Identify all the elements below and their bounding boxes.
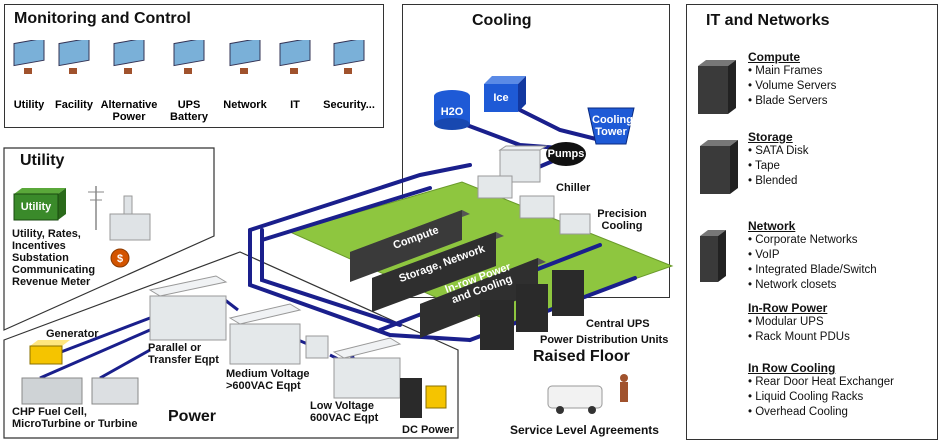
cooling-title: Cooling	[472, 12, 532, 29]
monitor-icon	[58, 37, 90, 74]
ice-label: Ice	[493, 92, 509, 104]
dc-power-label: DC Power	[402, 424, 454, 436]
monitor-security[interactable]: Security...	[320, 37, 378, 111]
monitor-label: Security...	[323, 99, 375, 111]
list-item: Main Frames	[748, 64, 836, 79]
monitor-label: Alternative Power	[100, 99, 158, 123]
parallel-transfer-label: Parallel or Transfer Eqpt	[148, 342, 219, 366]
monitor-label: IT	[290, 99, 300, 111]
monitor-label: Utility	[13, 99, 45, 111]
section-heading: Network	[748, 219, 796, 233]
monitor-it[interactable]: IT	[266, 37, 324, 111]
raised-floor-label: Raised Floor	[533, 348, 630, 365]
pdu-label: Power Distribution Units	[540, 334, 669, 346]
list-item: SATA Disk	[748, 144, 808, 159]
it-section-inrow-cooling: In Row Cooling Rear Door Heat Exchanger …	[748, 361, 894, 420]
list-item: Volume Servers	[748, 79, 836, 94]
utility-title: Utility	[20, 152, 65, 169]
cooling-tower-label: Cooling Tower	[592, 114, 633, 138]
section-heading: In-Row Power	[748, 301, 828, 315]
power-title: Power	[168, 408, 217, 425]
monitor-utility[interactable]: Utility	[0, 37, 58, 111]
pumps-label: Pumps	[547, 148, 585, 160]
monitoring-title: Monitoring and Control	[14, 10, 191, 27]
monitor-icon	[333, 37, 365, 74]
monitor-icon	[113, 37, 145, 74]
monitoring-panel	[4, 4, 384, 128]
list-item: Rack Mount PDUs	[748, 330, 850, 345]
monitor-icon	[173, 37, 205, 74]
monitor-label: Network	[223, 99, 267, 111]
chiller-label: Chiller	[556, 182, 591, 194]
monitor-label: UPS Battery	[170, 99, 208, 123]
sla-label: Service Level Agreements	[510, 423, 659, 437]
list-item: Modular UPS	[748, 315, 850, 330]
list-item: Overhead Cooling	[748, 405, 894, 420]
monitor-network[interactable]: Network	[216, 37, 274, 111]
monitor-facility[interactable]: Facility	[45, 37, 103, 111]
precision-cooling-label: Precision Cooling	[597, 208, 647, 232]
monitor-alternative-power[interactable]: Alternative Power	[100, 37, 158, 123]
it-section-network: Network Corporate Networks VoIP Integrat…	[748, 219, 877, 293]
section-heading: In Row Cooling	[748, 361, 836, 375]
list-item: Integrated Blade/Switch	[748, 263, 876, 278]
central-ups-label: Central UPS	[586, 318, 650, 330]
medium-voltage-label: Medium Voltage >600VAC Eqpt	[226, 368, 310, 392]
list-item: Blended	[748, 174, 808, 189]
list-item: VoIP	[748, 248, 877, 263]
generator-label: Generator	[46, 328, 99, 340]
monitor-icon	[13, 37, 45, 74]
it-section-inrow-power: In-Row Power Modular UPS Rack Mount PDUs	[748, 301, 850, 345]
it-section-compute: Compute Main Frames Volume Servers Blade…	[748, 50, 836, 109]
list-item: Corporate Networks	[748, 233, 877, 248]
monitor-icon	[229, 37, 261, 74]
section-heading: Storage	[748, 130, 793, 144]
h2o-label: H2O	[440, 106, 464, 118]
monitor-ups-battery[interactable]: UPS Battery	[160, 37, 218, 123]
list-item: Rear Door Heat Exchanger	[748, 375, 894, 390]
chp-label: CHP Fuel Cell, MicroTurbine or Turbine	[12, 406, 138, 430]
list-item: Blade Servers	[748, 94, 836, 109]
section-heading: Compute	[748, 50, 800, 64]
list-item: Liquid Cooling Racks	[748, 390, 894, 405]
it-title: IT and Networks	[706, 12, 830, 29]
it-section-storage: Storage SATA Disk Tape Blended	[748, 130, 808, 189]
low-voltage-label: Low Voltage 600VAC Eqpt	[310, 400, 379, 424]
monitor-label: Facility	[55, 99, 93, 111]
utility-description: Utility, Rates, Incentives Substation Co…	[12, 228, 96, 288]
monitor-icon	[279, 37, 311, 74]
utility-box-label: Utility	[20, 201, 52, 213]
list-item: Network closets	[748, 278, 877, 293]
list-item: Tape	[748, 159, 808, 174]
